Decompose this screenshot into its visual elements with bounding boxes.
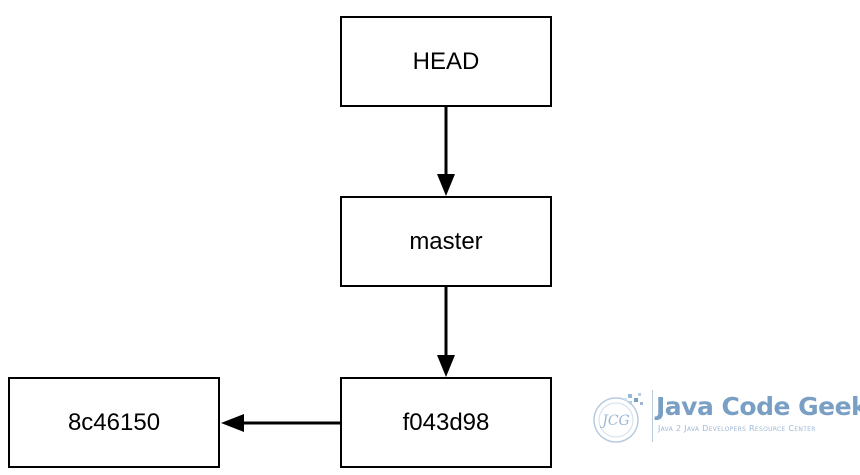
watermark-title: Java Code Geeks	[656, 392, 860, 421]
node-master-branch: master	[340, 196, 552, 287]
node-commit-8c46150: 8c46150	[8, 377, 220, 468]
node-head: HEAD	[340, 16, 552, 107]
arrow-master-f043d98	[437, 355, 455, 377]
jcg-seal-icon: JCG	[593, 393, 643, 443]
seal-text: JCG	[599, 413, 630, 429]
node-master-label: master	[409, 227, 483, 255]
watermark-divider	[652, 390, 653, 442]
watermark-logo: JCG Java Code Geeks Java 2 Java Develope…	[588, 384, 860, 454]
node-commit-f043d98: f043d98	[340, 377, 552, 468]
watermark-subtitle: Java 2 Java Developers Resource Center	[658, 424, 816, 433]
node-head-label: HEAD	[412, 47, 480, 75]
arrow-head-master	[437, 174, 455, 196]
arrow-f043d98-8c46150	[221, 414, 244, 432]
node-commit-current-label: f043d98	[402, 408, 490, 436]
node-commit-parent-label: 8c46150	[67, 408, 161, 436]
